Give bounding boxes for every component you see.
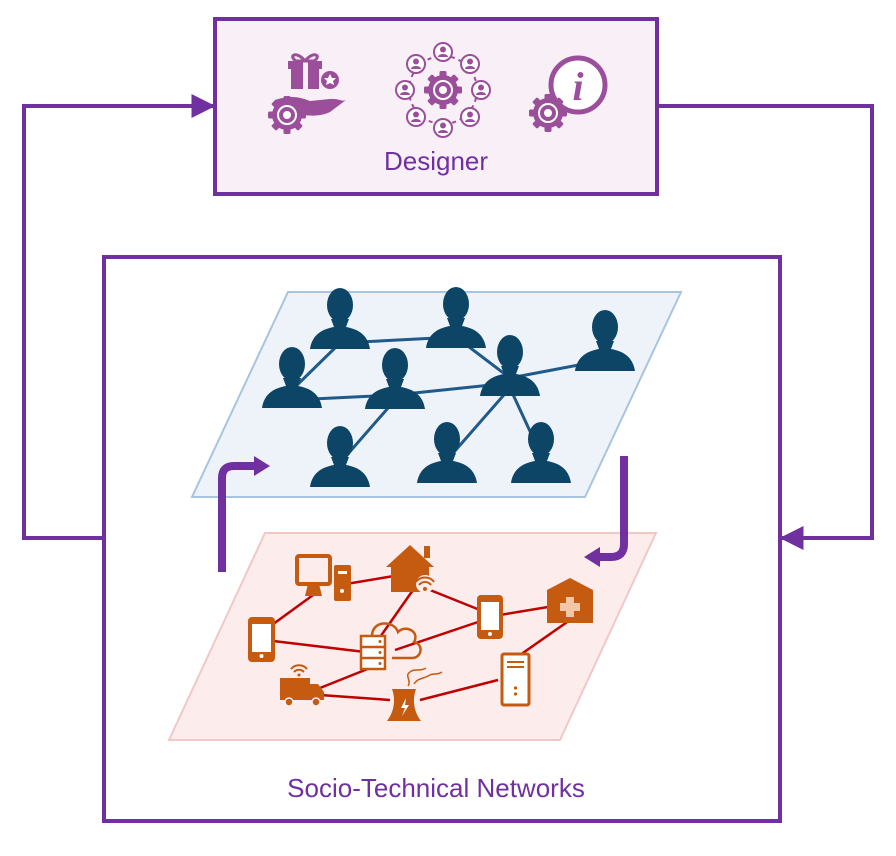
layer-interaction-arrows [218, 456, 628, 572]
power-plant-icon [387, 667, 443, 721]
designer-box: i Designer [213, 17, 659, 196]
delivery-truck-icon [280, 664, 324, 707]
system-title: Socio-Technical Networks [287, 773, 585, 803]
social-network-gear-icon [395, 42, 491, 138]
technical-network-layer [167, 532, 658, 741]
smartphone-icon [248, 617, 275, 662]
designer-title: Designer [384, 146, 488, 176]
server-tower-icon [500, 652, 531, 707]
technical-to-social-arrow [218, 462, 258, 572]
smartphone-icon [477, 595, 503, 639]
smart-home-icon [386, 545, 435, 593]
info-gear-icon: i [528, 55, 608, 133]
feedback-arrow-left [22, 94, 216, 540]
gift-incentive-icon [267, 53, 346, 135]
social-network-layer [190, 287, 683, 498]
feedback-loop [22, 94, 874, 550]
desktop-computer-icon [295, 554, 351, 601]
social-to-technical-arrow [597, 456, 628, 561]
cloud-server-icon [359, 622, 422, 671]
svg-text:i: i [572, 64, 583, 109]
hospital-icon [547, 578, 593, 623]
feedback-arrow-right [658, 104, 874, 550]
